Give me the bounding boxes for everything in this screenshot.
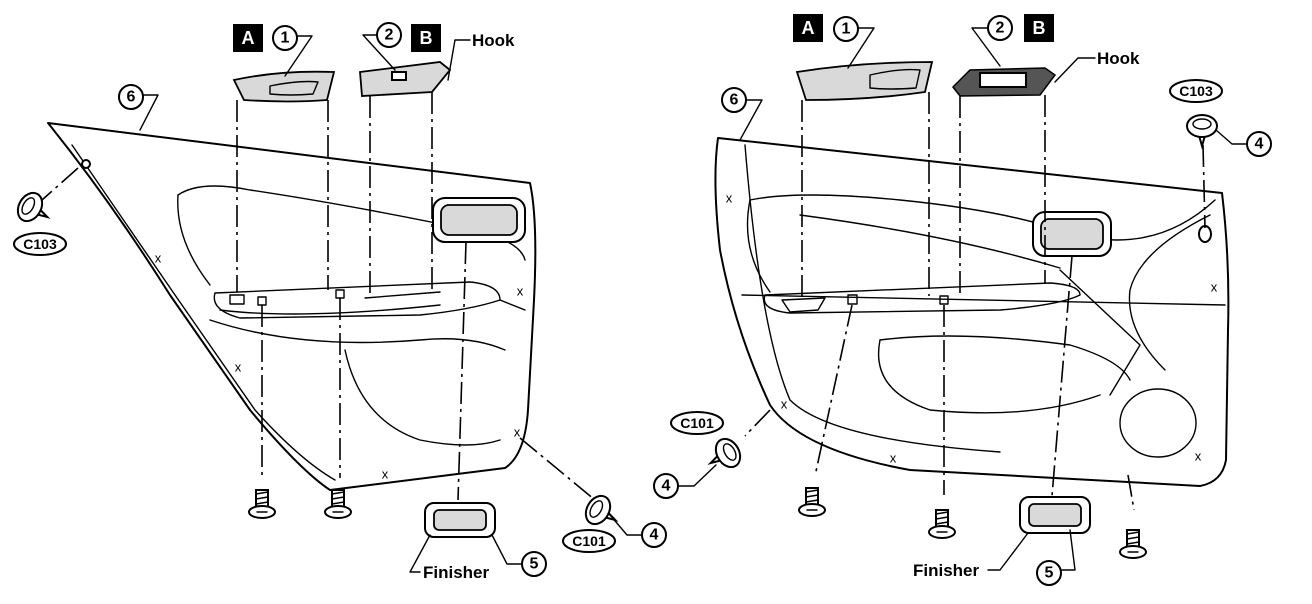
right-door-trim-panel xyxy=(714,137,1230,487)
right-clip-mark-4: x xyxy=(1195,449,1202,464)
left-door-group: x x x x x A B 1 2 Hook 6 C103 C101 4 xyxy=(11,22,667,582)
right-label-a: A xyxy=(802,18,815,38)
right-callout-5: 5 xyxy=(1045,565,1054,582)
left-finisher-label: Finisher xyxy=(423,563,490,582)
left-callout-4: 4 xyxy=(650,527,659,544)
left-clip-mark-1: x xyxy=(155,251,162,266)
left-label-b: B xyxy=(420,28,433,48)
right-label-b: B xyxy=(1033,18,1046,38)
left-clip-c101-label: C101 xyxy=(572,533,606,549)
right-callout-1: 1 xyxy=(842,21,851,38)
left-clip-c101-icon xyxy=(579,490,624,534)
left-screw-2-icon xyxy=(324,489,352,519)
right-speaker-grille xyxy=(1119,388,1197,458)
left-clip-mark-5: x xyxy=(517,284,524,299)
right-callout-4-bottom: 4 xyxy=(662,478,671,495)
right-callout-6: 6 xyxy=(730,92,739,109)
right-clip-c101-label: C101 xyxy=(680,415,714,431)
right-clip-c103-icon xyxy=(1186,114,1218,147)
right-finisher-label: Finisher xyxy=(913,561,980,580)
right-screw-3-icon xyxy=(1119,529,1147,559)
left-part-a xyxy=(232,70,336,103)
right-screw-1-icon xyxy=(798,487,826,517)
right-clip-c103-label: C103 xyxy=(1179,83,1213,99)
left-callout-5: 5 xyxy=(530,556,539,573)
left-hook-label: Hook xyxy=(472,31,515,50)
right-callout-4-top: 4 xyxy=(1255,136,1264,153)
left-clip-mark-4: x xyxy=(514,425,521,440)
left-door-trim-panel xyxy=(47,122,537,491)
left-callout-2: 2 xyxy=(385,27,394,44)
right-callout-2: 2 xyxy=(996,20,1005,37)
right-clip-mark-2: x xyxy=(781,397,788,412)
right-screw-2-icon xyxy=(928,509,956,539)
right-clip-mark-5: x xyxy=(1211,280,1218,295)
right-door-group: x x x x x A B 1 2 Hook 6 C103 4 C101 xyxy=(653,14,1272,586)
left-screw-1-icon xyxy=(248,489,276,519)
left-clip-mark-3: x xyxy=(382,467,389,482)
right-hook-label: Hook xyxy=(1097,49,1140,68)
left-clip-mark-2: x xyxy=(235,360,242,375)
left-callout-1: 1 xyxy=(281,30,290,47)
left-callout-6: 6 xyxy=(127,89,136,106)
right-clip-mark-1: x xyxy=(726,191,733,206)
right-part-a xyxy=(795,61,934,101)
right-clip-c101-icon xyxy=(702,433,747,477)
left-clip-c103-label: C103 xyxy=(23,236,57,252)
right-clip-mark-3: x xyxy=(890,451,897,466)
left-label-a: A xyxy=(242,28,255,48)
